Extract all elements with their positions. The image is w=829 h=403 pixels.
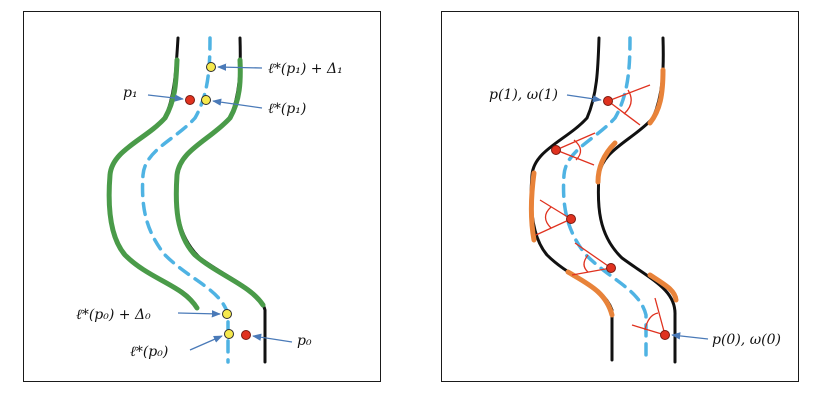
red-point-p1	[185, 95, 195, 105]
label-l0: ℓ*(p₀)	[130, 344, 168, 360]
yellow-point-l0-delta	[222, 309, 232, 319]
right-orientation-cones	[535, 84, 666, 336]
cone-5	[631, 297, 666, 336]
arrow-l0	[189, 335, 223, 351]
label-p-omega-1: p(1), ω(1)	[489, 87, 558, 103]
right-arrows	[566, 94, 709, 340]
label-p-omega-0: p(0), ω(0)	[712, 332, 781, 348]
left-arrows	[147, 63, 293, 351]
arrow-l0-delta	[177, 310, 221, 318]
cone-4	[571, 242, 612, 276]
yellow-point-l0	[224, 329, 234, 339]
arrow-p-omega-0	[671, 332, 709, 340]
right-center-line	[561, 36, 648, 364]
arrow-p-omega-1	[566, 94, 602, 103]
right-panel-frame	[441, 11, 799, 382]
red-point-p-1	[603, 96, 613, 106]
red-point-2	[551, 145, 561, 155]
arrow-l1-delta	[217, 63, 263, 71]
cone-3	[535, 199, 572, 236]
red-point-3	[566, 214, 576, 224]
label-l1: ℓ*(p₁)	[268, 101, 306, 117]
left-green-boundary-right	[173, 57, 266, 308]
left-points	[185, 62, 251, 340]
left-green-boundary-left	[106, 57, 200, 311]
red-point-p-0	[660, 330, 670, 340]
right-orange-boundary-right-1	[647, 67, 666, 126]
label-p1: p₁	[123, 85, 138, 101]
cone-2	[555, 132, 596, 166]
left-labels: ℓ*(p₁) + Δ₁ p₁ ℓ*(p₁) ℓ*(p₀) + Δ₀ ℓ*(p₀)…	[76, 61, 343, 360]
label-p0: p₀	[297, 333, 312, 349]
arrow-p0	[252, 333, 293, 343]
left-panel-frame	[23, 11, 381, 382]
arrow-l1	[212, 98, 263, 109]
left-road-left-edge	[107, 36, 197, 307]
right-orange-boundary-right-2	[595, 140, 618, 185]
arrow-p1	[147, 94, 184, 102]
cone-1	[607, 84, 651, 126]
yellow-point-l1-delta	[206, 62, 216, 72]
right-points	[551, 96, 670, 340]
label-l1-delta: ℓ*(p₁) + Δ₁	[268, 61, 343, 77]
red-point-p0	[241, 330, 251, 340]
label-l0-delta: ℓ*(p₀) + Δ₀	[76, 307, 151, 323]
right-orange-boundary-left-1	[528, 170, 537, 243]
right-labels: p(1), ω(1) p(0), ω(0)	[489, 87, 781, 348]
right-orange-boundary-left-2	[565, 269, 615, 318]
yellow-point-l1	[201, 95, 211, 105]
red-point-4	[606, 263, 616, 273]
right-orange-boundary-right-3	[647, 272, 679, 303]
